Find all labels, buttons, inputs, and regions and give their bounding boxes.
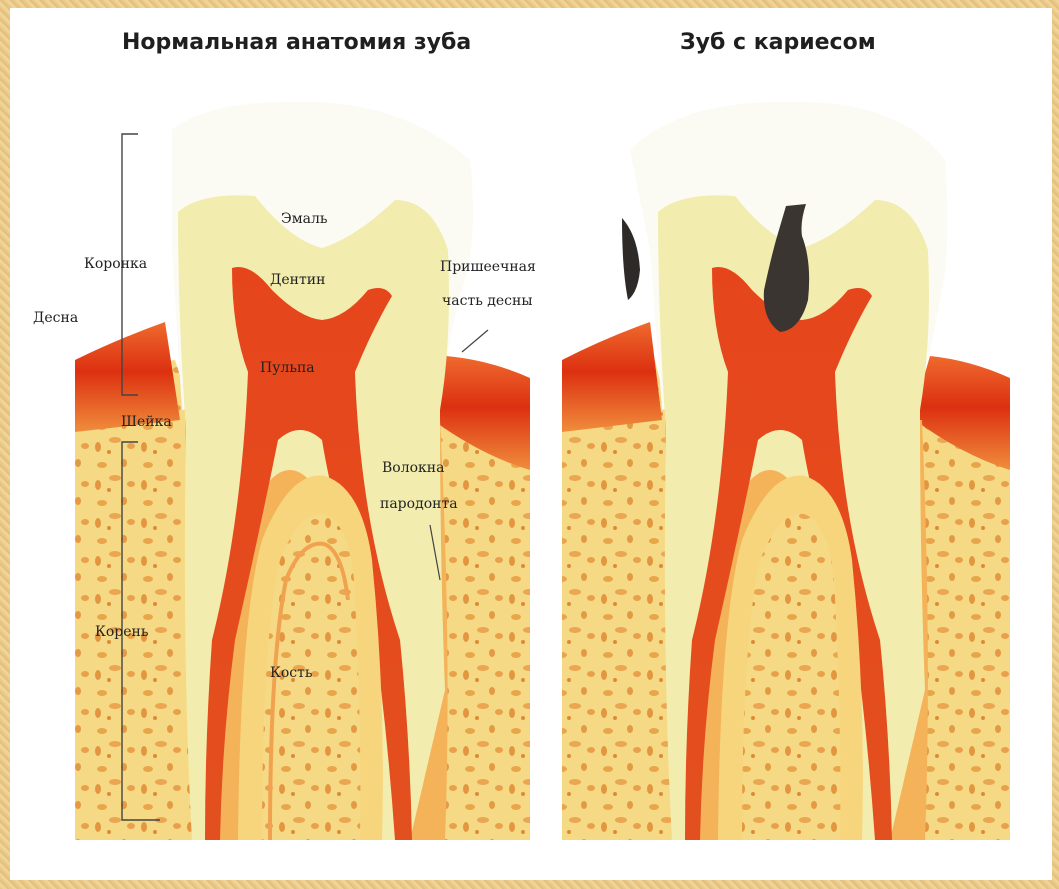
label-neck: Шейка xyxy=(121,414,172,430)
title-caries: Зуб с кариесом xyxy=(680,30,876,55)
gum-right-left xyxy=(562,322,662,432)
title-normal-anatomy: Нормальная анатомия зуба xyxy=(122,30,471,55)
label-gingival-margin-line1: Пришеечная xyxy=(440,259,536,275)
label-crown: Коронка xyxy=(84,256,147,272)
label-dentin: Дентин xyxy=(270,272,325,288)
label-ligament-line1: Волокна xyxy=(382,460,444,476)
label-enamel: Эмаль xyxy=(281,211,327,227)
caries-side-lesion xyxy=(622,218,640,300)
label-gum: Десна xyxy=(33,310,78,326)
label-root: Корень xyxy=(95,624,148,640)
label-gingival-margin-line2: часть десны xyxy=(442,293,532,309)
label-pulp: Пульпа xyxy=(260,360,315,376)
label-ligament-line2: пародонта xyxy=(380,496,458,512)
label-bone: Кость xyxy=(270,665,312,681)
carious-tooth-illustration xyxy=(562,102,1010,840)
